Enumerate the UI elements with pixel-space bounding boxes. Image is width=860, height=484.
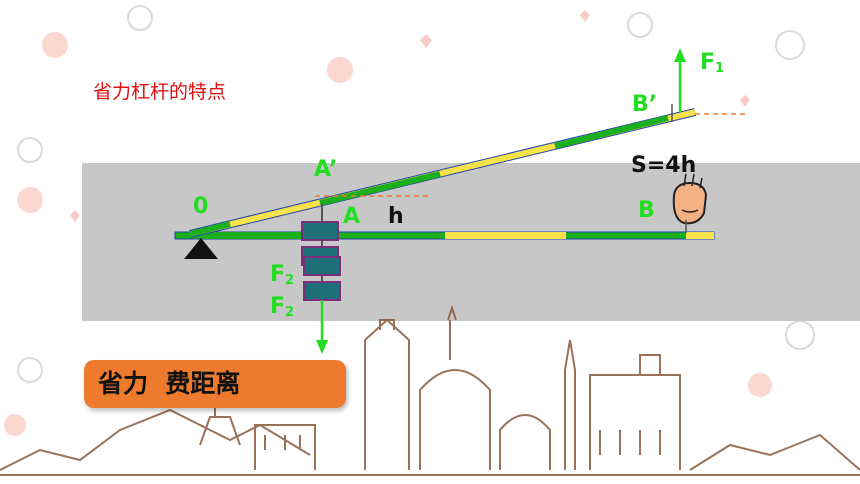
fulcrum — [184, 238, 218, 259]
hand-icon — [672, 173, 708, 233]
arrow-f1 — [674, 48, 686, 112]
lever-tilted — [189, 108, 696, 238]
label-s: S=4h — [631, 153, 697, 178]
label-a: A — [343, 204, 361, 229]
label-a-prime: A’ — [314, 157, 338, 182]
label-f2-lower: F2 — [270, 294, 294, 320]
label-f1: F1 — [700, 50, 724, 76]
label-f2-upper: F2 — [270, 262, 294, 288]
label-f2-lower-main: F — [270, 294, 286, 319]
label-b-prime: B’ — [632, 92, 658, 117]
label-f1-main: F — [700, 50, 716, 75]
label-f2-lower-sub: 2 — [285, 305, 295, 320]
lever-horizontal — [174, 231, 715, 240]
label-pivot: 0 — [193, 194, 209, 219]
label-f2-upper-main: F — [270, 262, 286, 287]
gray-band — [82, 163, 860, 321]
arrow-f2 — [316, 300, 328, 354]
slide-title: 省力杠杆的特点 — [93, 81, 227, 103]
summary-box: 省力 费距离 — [84, 360, 346, 408]
label-h: h — [388, 204, 404, 229]
label-f2-upper-sub: 2 — [285, 273, 295, 288]
label-f1-sub: 1 — [715, 61, 725, 76]
city-skyline — [0, 304, 860, 476]
label-b: B — [638, 198, 655, 223]
